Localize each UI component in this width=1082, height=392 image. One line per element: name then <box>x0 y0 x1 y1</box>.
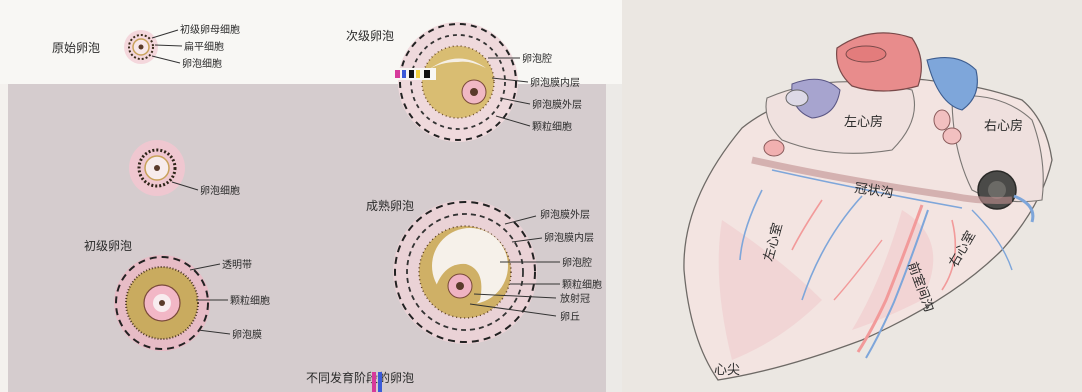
secondary-label-1: 卵泡膜内层 <box>530 76 580 89</box>
follicle-sheet-caption: 不同发育阶段的卵泡 <box>306 370 414 385</box>
mature-label-3: 颗粒细胞 <box>562 278 602 291</box>
secondary-follicle-title: 次级卵泡 <box>346 29 394 43</box>
mature-label-4: 放射冠 <box>560 292 590 305</box>
paper-top-strip <box>0 0 622 84</box>
left-atrium-label: 左心房 <box>844 114 883 130</box>
heart-illustration <box>683 32 1053 381</box>
secondary-label-3: 颗粒细胞 <box>532 120 572 133</box>
small-follicle-label: 卵泡细胞 <box>200 184 240 197</box>
mature-label-1: 卵泡膜内层 <box>544 231 594 244</box>
primordial-label-0: 初级卵母细胞 <box>180 23 240 36</box>
heart-drawing-photo: 左心房 右心房 冠状沟 左心室 右心室 前室间沟 心尖 <box>622 0 1082 392</box>
primordial-follicle-illustration <box>124 29 183 64</box>
primary-label-0: 透明带 <box>222 259 252 271</box>
mature-label-5: 卵丘 <box>560 311 580 323</box>
primary-follicle-illustration <box>114 255 231 351</box>
mature-label-2: 卵泡腔 <box>562 256 592 269</box>
primordial-follicle-title: 原始卵泡 <box>52 41 100 55</box>
secondary-follicle-illustration <box>398 22 531 142</box>
coronary-sulcus-label: 冠状沟 <box>853 181 894 201</box>
right-atrium-label: 右心房 <box>984 118 1023 134</box>
small-follicle-illustration <box>129 140 199 196</box>
primary-label-1: 颗粒细胞 <box>230 294 270 307</box>
primary-follicle-title: 初级卵泡 <box>84 239 132 253</box>
primordial-label-1: 扁平细胞 <box>184 40 224 53</box>
primordial-label-2: 卵泡细胞 <box>182 57 222 70</box>
primary-label-2: 卵泡膜 <box>232 328 262 341</box>
secondary-label-2: 卵泡膜外层 <box>532 98 582 111</box>
mature-follicle-illustration <box>393 200 560 344</box>
mature-follicle-title: 成熟卵泡 <box>366 198 414 213</box>
apex-label: 心尖 <box>714 363 740 378</box>
secondary-label-0: 卵泡腔 <box>522 52 552 65</box>
mature-label-0: 卵泡膜外层 <box>540 208 590 221</box>
follicle-drawing-photo: 原始卵泡 初级卵母细胞 扁平细胞 卵泡细胞 次级卵泡 卵泡腔 卵泡膜内层 卵泡膜… <box>0 0 622 392</box>
